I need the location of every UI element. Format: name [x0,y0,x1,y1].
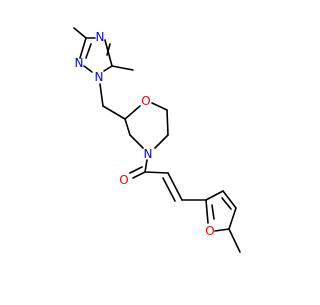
bond-c2-o [124,105,141,120]
bond-o-c6 [151,102,168,111]
bond-furan-methyl [228,228,241,253]
bond-furan-c4-c5 [228,207,237,230]
bond-furan-c2-c3 [205,190,224,201]
bond-carbonyl-ch [144,171,169,174]
bond-methyl-c3 [73,27,87,39]
bond-n1-c5 [103,65,113,72]
molecule-structure: N N N O N O O [73,27,241,253]
bond-c3m-c2 [124,118,131,136]
atom-n-triazole-left: N [75,56,84,70]
bond-n-carbonyl [144,159,148,173]
atom-o-carbonyl: O [119,173,128,187]
bond-alkene [167,172,183,201]
bond-carbonyl-o [132,171,146,179]
bond-n-top-c5-double [106,43,111,56]
bond-furan-c3-c4 [222,190,237,209]
bond-carbonyl-o-double [129,166,143,174]
bond-alkene-double [162,177,176,202]
atom-n-triazole-top: N [96,30,105,44]
bond-ch2-c2 [102,105,126,120]
bond-c3-n-left-double [85,43,92,59]
bond-furan-c3-c4-double [221,197,232,210]
bond-c3-n-left [79,37,87,59]
atom-n-morpholine: N [144,147,153,161]
atom-o-morpholine: O [141,94,150,108]
bond-furan-c2-double [211,204,215,220]
bond-c5m-n [154,134,169,149]
bond-n-top-c5 [104,39,113,67]
atom-o-furan: O [205,224,214,238]
bond-furan-o-c2 [205,199,209,224]
bond-furan-c5-o [214,228,230,232]
bonds [73,27,241,253]
atom-n-triazole-n1: N [95,70,104,84]
bond-n1-ch2 [99,83,104,107]
structure-canvas: N N N O N O O [73,27,241,253]
atom-labels: N N N O N O O [75,30,215,238]
bond-c6-c5m [166,109,169,136]
bond-n-c3m [129,134,144,149]
bond-n-left-n1 [83,65,93,73]
bond-c5-methyl [111,65,134,71]
